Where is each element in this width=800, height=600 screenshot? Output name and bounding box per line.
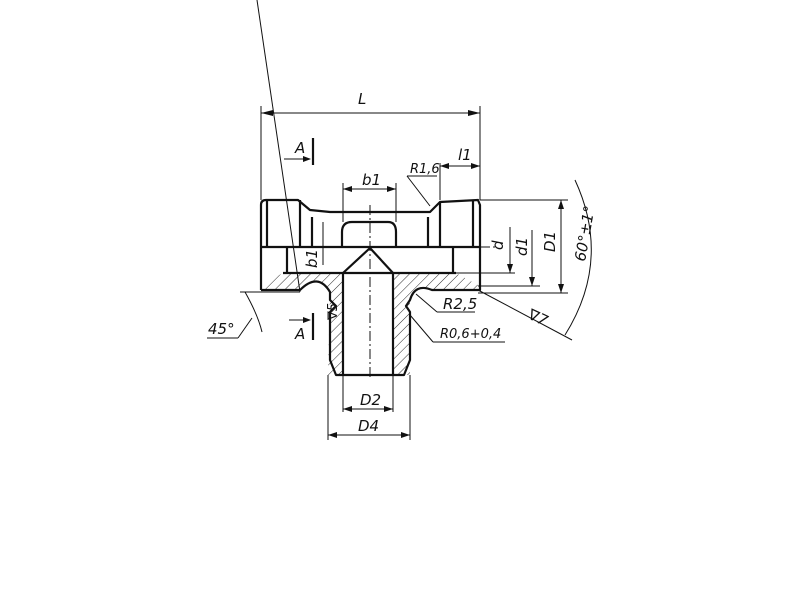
label-D4: D4 xyxy=(358,417,379,435)
dimensions-diameters: d d1 D1 xyxy=(456,199,568,294)
label-L: L xyxy=(358,90,366,108)
dimension-b1-side: b1 xyxy=(303,222,324,268)
callout-r16: R1,6 xyxy=(406,162,440,207)
callout-r06: R0,6+0,4 xyxy=(409,314,505,343)
angle-45: 45° xyxy=(207,0,301,339)
label-b1-side: b1 xyxy=(303,249,321,268)
label-d: d xyxy=(489,240,507,250)
label-section-a-bottom: A xyxy=(294,325,305,343)
label-r16: R1,6 xyxy=(410,162,440,177)
callout-r25: R2,5 xyxy=(415,293,477,313)
label-D2: D2 xyxy=(360,391,381,409)
label-roughness-5: ∇5 xyxy=(326,303,341,321)
label-r25: R2,5 xyxy=(443,295,477,313)
section-marker-bottom: A xyxy=(289,313,315,343)
label-d1: d1 xyxy=(513,237,531,256)
label-l1: l1 xyxy=(458,146,472,164)
label-60deg: 60°±1° xyxy=(571,204,598,262)
dimension-L: L xyxy=(260,90,481,200)
hatched-section xyxy=(261,273,478,375)
dimension-D2: D2 xyxy=(342,375,394,412)
label-D1: D1 xyxy=(541,231,559,252)
dimension-D4: D4 xyxy=(327,375,411,440)
fitting-body xyxy=(259,198,495,380)
dimension-l1: l1 xyxy=(439,146,480,200)
label-b1-top: b1 xyxy=(362,171,381,189)
label-45deg: 45° xyxy=(208,320,235,338)
label-section-a-top: A xyxy=(294,139,305,157)
section-marker-top: A xyxy=(284,138,315,165)
dimension-b1-top: b1 xyxy=(342,171,397,222)
label-r06: R0,6+0,4 xyxy=(440,327,501,342)
